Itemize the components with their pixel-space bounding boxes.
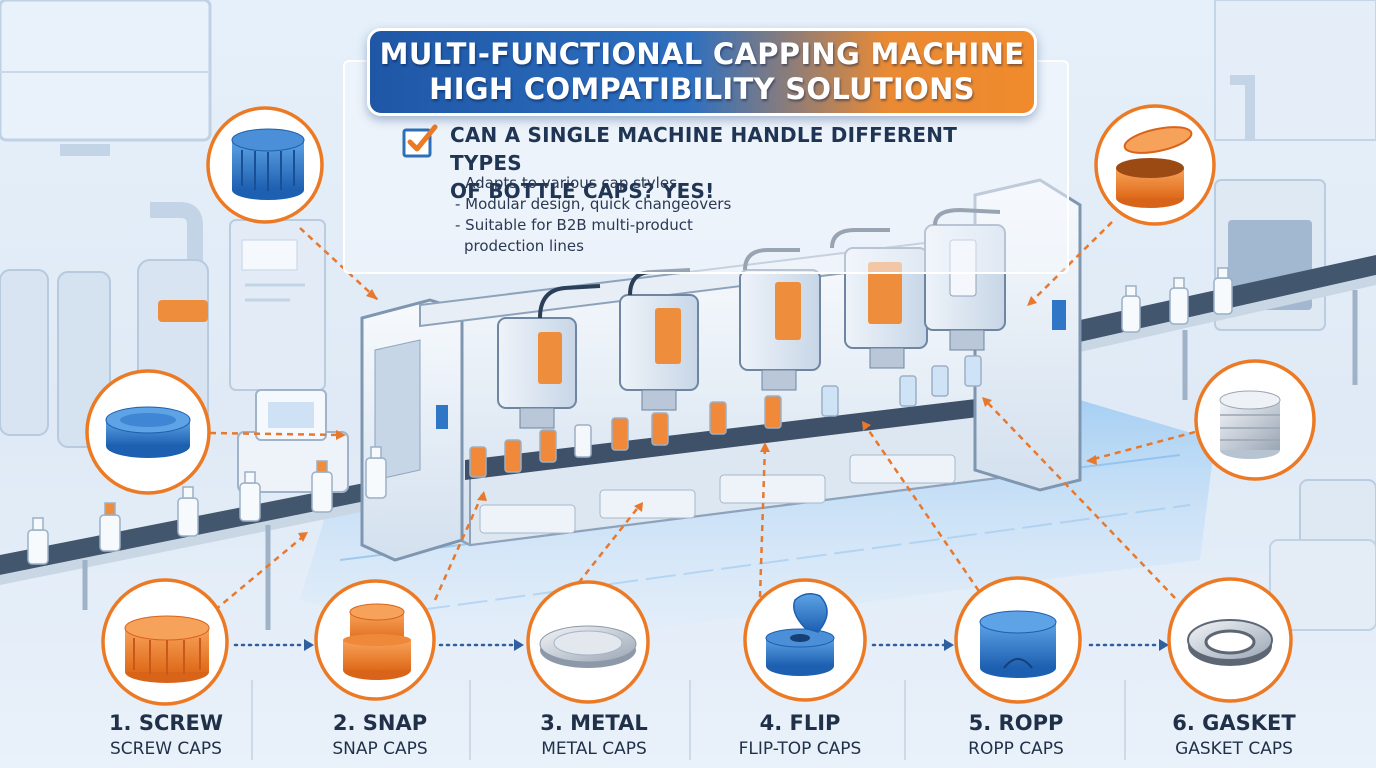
qa-bullet-list: - Adapts to various cap styles - Modular… — [455, 173, 815, 257]
cap-label-screw: 1. SCREW SCREW CAPS — [66, 710, 266, 761]
cap-name: ROPP CAPS — [968, 739, 1064, 759]
callout-blue-lid — [85, 369, 211, 495]
cap-number-label: 3. METAL — [540, 711, 648, 735]
cap-name: METAL CAPS — [541, 739, 647, 759]
ropp-cap-icon — [954, 576, 1082, 704]
qa-question-line1: CAN A SINGLE MACHINE HANDLE DIFFERENT TY… — [450, 123, 958, 175]
metal-cap-icon — [526, 580, 650, 704]
cap-name: SNAP CAPS — [332, 739, 428, 759]
cap-label-gasket: 6. GASKET GASKET CAPS — [1134, 710, 1334, 761]
title-line1: MULTI-FUNCTIONAL CAPPING MACHINE — [379, 37, 1025, 71]
qa-question: CAN A SINGLE MACHINE HANDLE DIFFERENT TY… — [450, 121, 1030, 205]
screw-cap-icon — [101, 578, 229, 706]
title-line2: HIGH COMPATIBILITY SOLUTIONS — [429, 72, 975, 106]
qa-bullet: - Adapts to various cap styles — [455, 174, 677, 192]
checkmark-icon — [402, 124, 438, 158]
cap-label-ropp: 5. ROPP ROPP CAPS — [916, 710, 1116, 761]
cap-number-label: 5. ROPP — [968, 711, 1064, 735]
callout-white-cap — [1194, 359, 1316, 481]
callout-blue-screw-cap — [206, 106, 324, 224]
title-banner: MULTI-FUNCTIONAL CAPPING MACHINE HIGH CO… — [367, 28, 1037, 116]
snap-cap-icon — [314, 579, 436, 701]
cap-name: SCREW CAPS — [110, 739, 222, 759]
cap-name: FLIP-TOP CAPS — [738, 739, 862, 759]
flip-top-cap-icon — [743, 578, 867, 702]
cap-number-label: 1. SCREW — [108, 711, 224, 735]
qa-question-line2: OF BOTTLE CAPS? YES! — [450, 179, 715, 203]
cap-label-flip: 4. FLIP FLIP-TOP CAPS — [700, 710, 900, 761]
cap-label-snap: 2. SNAP SNAP CAPS — [280, 710, 480, 761]
cap-number-label: 4. FLIP — [759, 711, 841, 735]
cap-number-label: 2. SNAP — [332, 711, 428, 735]
qa-bullet: - Suitable for B2B multi-product — [455, 216, 693, 234]
callout-orange-container — [1094, 104, 1216, 226]
cap-name: GASKET CAPS — [1175, 739, 1293, 759]
gasket-cap-icon — [1167, 577, 1293, 703]
qa-bullet: - Modular design, quick changeovers — [455, 195, 732, 213]
cap-label-metal: 3. METAL METAL CAPS — [494, 710, 694, 761]
qa-bullet-continuation: prodection lines — [464, 237, 584, 255]
cap-number-label: 6. GASKET — [1172, 711, 1296, 735]
